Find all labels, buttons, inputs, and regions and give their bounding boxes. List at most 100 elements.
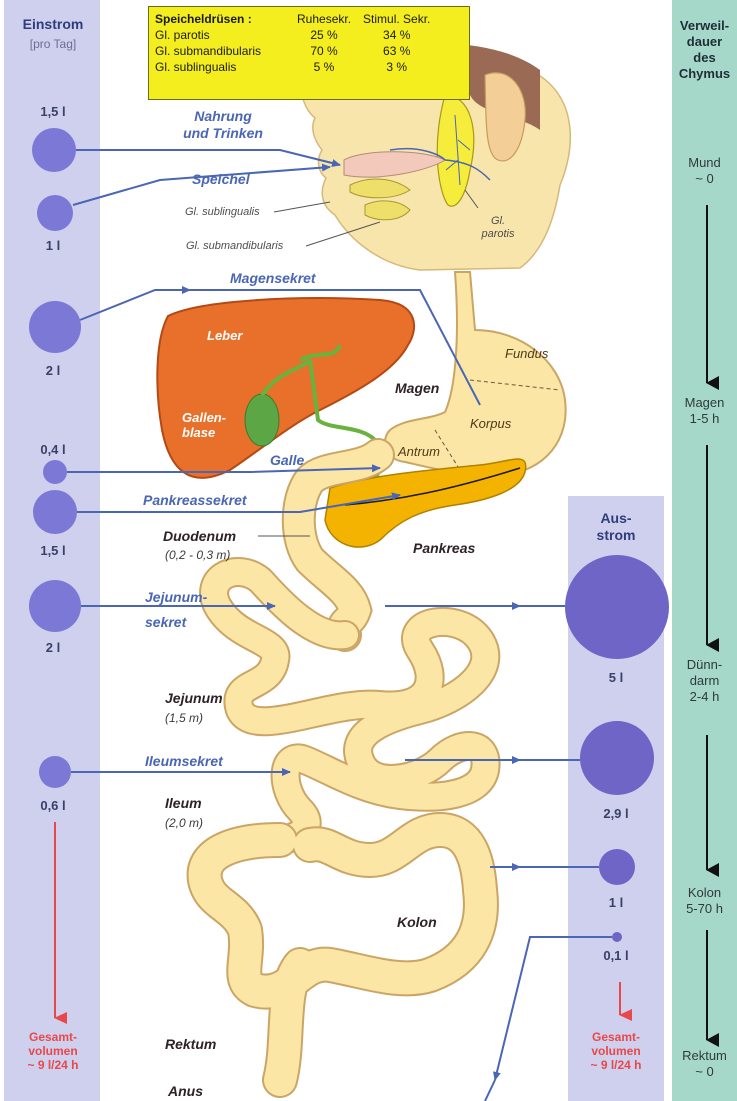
label-jejunum: Jejunum: [165, 690, 223, 706]
dwell-stop-magen: Magen 1-5 h: [672, 395, 737, 427]
label-ileum: Ileum: [165, 795, 202, 811]
label-jejunumsekret: Jejunum- sekret: [145, 585, 207, 635]
outflow-title-line: strom: [568, 527, 664, 544]
outflow-title: Aus- strom: [568, 510, 664, 544]
label-anus: Anus: [168, 1083, 203, 1099]
label-pankreassekret: Pankreassekret: [143, 492, 247, 508]
label-line: und Trinken: [178, 125, 268, 142]
dwell-title-line: Verweil-: [672, 18, 737, 34]
circle-out-1l: [599, 849, 635, 885]
circle-out-29l: [580, 721, 654, 795]
dwell-title: Verweil- dauer des Chymus: [672, 18, 737, 82]
label-line: Gl.: [478, 215, 518, 228]
label-nahrung: Nahrung und Trinken: [178, 108, 268, 142]
total-line: volumen: [568, 1044, 664, 1058]
label-line: Gallen-: [182, 410, 226, 425]
salivary-gland-table: Speicheldrüsen : Ruhesekr. Stimul. Sekr.…: [148, 6, 470, 100]
outflow-volume: 2,9 l: [568, 806, 664, 821]
label-duodenum-length: (0,2 - 0,3 m): [165, 548, 230, 562]
label-galle: Galle: [270, 452, 304, 468]
circle-galle: [43, 460, 67, 484]
inflow-volume: 2 l: [8, 640, 98, 655]
table-cell: 63 %: [357, 43, 436, 59]
table-cell: Gl. submandibularis: [149, 43, 291, 59]
table-cell: Gl. parotis: [149, 27, 291, 43]
label-line: Jejunum-: [145, 585, 207, 610]
label-speichel: Speichel: [192, 171, 250, 187]
table-header-gland: Speicheldrüsen :: [149, 11, 291, 27]
stop-name: Magen: [672, 395, 737, 411]
outflow-volume: 0,1 l: [568, 948, 664, 963]
label-magensekret: Magensekret: [230, 270, 316, 286]
table-header-rest: Ruhesekr.: [291, 11, 357, 27]
table-header-stim: Stimul. Sekr.: [357, 11, 436, 27]
stop-time: 1-5 h: [672, 411, 737, 427]
circle-magensekret: [29, 301, 81, 353]
inflow-title: Einstrom: [8, 16, 98, 32]
circle-speichel: [37, 195, 73, 231]
stop-name: Rektum: [672, 1048, 737, 1064]
outflow-title-line: Aus-: [568, 510, 664, 527]
label-leber: Leber: [207, 328, 242, 343]
total-line: Gesamt-: [8, 1030, 98, 1044]
dwell-stop-kolon: Kolon 5-70 h: [672, 885, 737, 917]
circle-ileum: [39, 756, 71, 788]
outflow-volume: 1 l: [568, 895, 664, 910]
dwell-stop-rektum: Rektum ~ 0: [672, 1048, 737, 1080]
table-cell: 34 %: [357, 27, 436, 43]
inflow-total: Gesamt- volumen ~ 9 l/24 h: [8, 1030, 98, 1072]
label-kolon: Kolon: [397, 914, 437, 930]
outflow-volume: 5 l: [568, 670, 664, 685]
outflow-total: Gesamt- volumen ~ 9 l/24 h: [568, 1030, 664, 1072]
label-pankreas: Pankreas: [413, 540, 475, 556]
label-sublingualis: Gl. sublingualis: [185, 206, 260, 218]
label-fundus: Fundus: [505, 346, 548, 361]
total-line: ~ 9 l/24 h: [568, 1058, 664, 1072]
circle-out-01l: [612, 932, 622, 942]
circle-pankreas: [33, 490, 77, 534]
label-gallenblase: Gallen- blase: [182, 410, 226, 440]
stop-time: 5-70 h: [672, 901, 737, 917]
inflow-subtitle: [pro Tag]: [8, 37, 98, 51]
label-rektum: Rektum: [165, 1036, 216, 1052]
label-parotis: Gl. parotis: [478, 215, 518, 241]
label-ileum-length: (2,0 m): [165, 816, 203, 830]
inflow-volume: 2 l: [8, 363, 98, 378]
label-korpus: Korpus: [470, 416, 511, 431]
circle-out-5l: [565, 555, 669, 659]
table-cell: 70 %: [291, 43, 357, 59]
label-duodenum: Duodenum: [163, 528, 236, 544]
stop-name: Dünn-: [672, 657, 737, 673]
label-line: parotis: [478, 228, 518, 241]
table-cell: 25 %: [291, 27, 357, 43]
total-line: Gesamt-: [568, 1030, 664, 1044]
dwell-title-line: dauer: [672, 34, 737, 50]
inflow-volume: 1,5 l: [8, 104, 98, 119]
table-cell: 5 %: [291, 59, 357, 75]
stop-time: ~ 0: [672, 1064, 737, 1080]
dwell-title-line: des: [672, 50, 737, 66]
dwell-stop-mund: Mund ~ 0: [672, 155, 737, 187]
label-line: sekret: [145, 610, 207, 635]
label-ileumsekret: Ileumsekret: [145, 753, 223, 769]
total-line: ~ 9 l/24 h: [8, 1058, 98, 1072]
table-cell: Gl. sublingualis: [149, 59, 291, 75]
label-jejunum-length: (1,5 m): [165, 711, 203, 725]
inflow-volume: 1 l: [8, 238, 98, 253]
dwell-title-line: Chymus: [672, 66, 737, 82]
dwell-stop-duenndarm: Dünn- darm 2-4 h: [672, 657, 737, 705]
table-cell: 3 %: [357, 59, 436, 75]
label-submandibularis: Gl. submandibularis: [186, 240, 283, 252]
inflow-volume: 1,5 l: [8, 543, 98, 558]
inflow-volume: 0,4 l: [8, 442, 98, 457]
stop-name: Mund: [672, 155, 737, 171]
circle-nahrung: [32, 128, 76, 172]
stop-time: 2-4 h: [672, 689, 737, 705]
total-line: volumen: [8, 1044, 98, 1058]
inflow-volume: 0,6 l: [8, 798, 98, 813]
circle-jejunum: [29, 580, 81, 632]
stop-name: darm: [672, 673, 737, 689]
label-magen: Magen: [395, 380, 439, 396]
label-antrum: Antrum: [398, 444, 440, 459]
